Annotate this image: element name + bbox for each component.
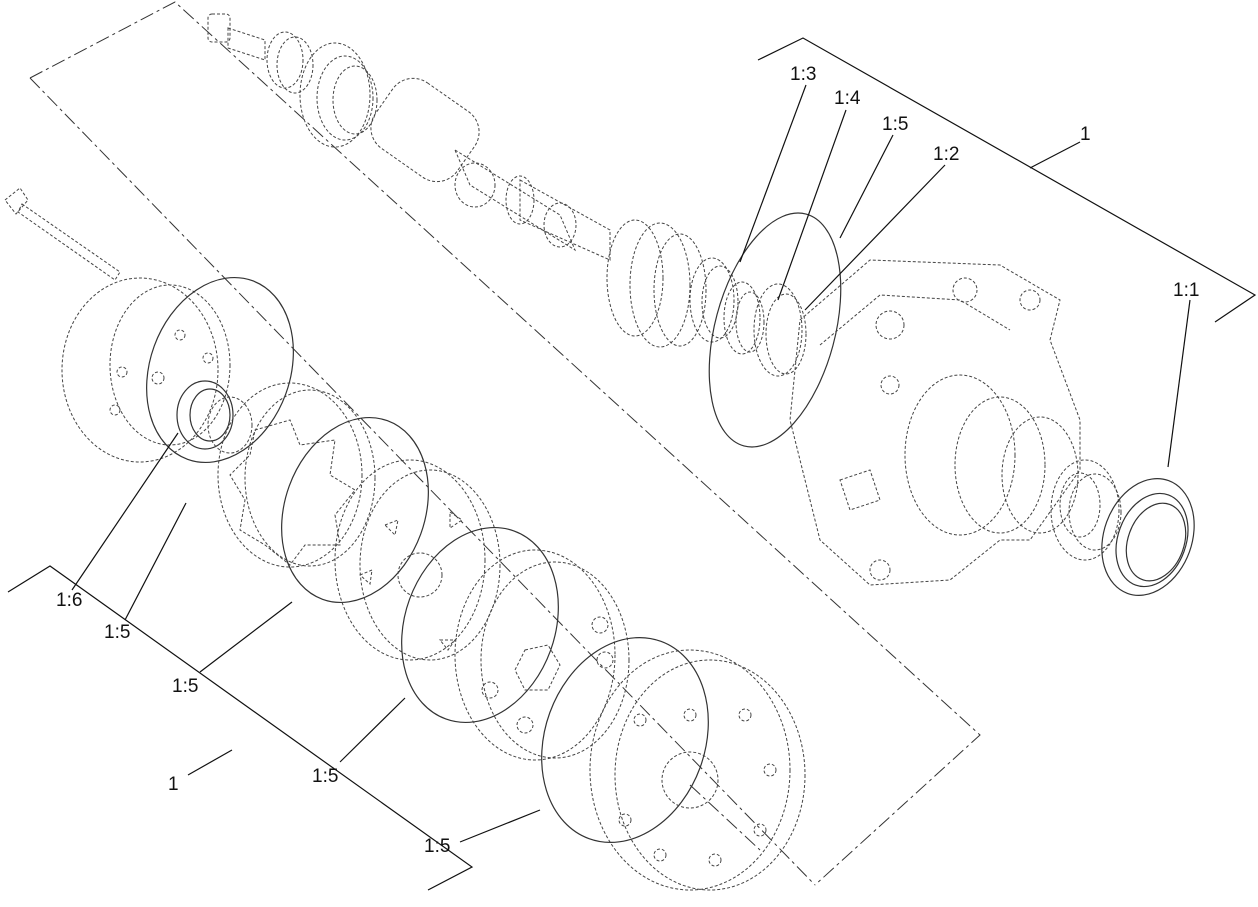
bracket-top bbox=[757, 37, 1257, 323]
callout-1-5-b: 1:5 bbox=[172, 676, 198, 697]
end-cap bbox=[61, 276, 294, 464]
callout-1-4: 1:4 bbox=[834, 88, 861, 109]
callout-labels: 1:3 1:4 1:5 1:2 1 1:1 1:6 1:5 1:5 1:5 1:… bbox=[56, 64, 1199, 857]
drive-shaft-assembly bbox=[207, 13, 611, 261]
seal-stack bbox=[606, 212, 842, 448]
callout-1-6: 1:6 bbox=[56, 590, 82, 611]
callout-1-3: 1:3 bbox=[790, 64, 816, 85]
callout-1-5-d: 1:5 bbox=[424, 836, 450, 857]
callout-1-5-a: 1:5 bbox=[104, 622, 130, 643]
assembly-phantom-lines bbox=[29, 1, 981, 886]
shaft-seal bbox=[1101, 478, 1195, 596]
callout-1-top: 1 bbox=[1080, 124, 1091, 145]
gerotor-plates bbox=[217, 382, 806, 891]
leader-lines bbox=[71, 84, 1191, 843]
callout-1-2: 1:2 bbox=[933, 144, 959, 165]
callout-1-bottom: 1 bbox=[168, 774, 179, 795]
callout-1-1: 1:1 bbox=[1173, 280, 1199, 301]
callout-1-5-c: 1:5 bbox=[312, 766, 338, 787]
bracket-bottom bbox=[7, 565, 474, 891]
assembly-brackets bbox=[7, 37, 1257, 891]
bolt bbox=[4, 187, 121, 281]
motor-housing bbox=[789, 259, 1122, 586]
callout-1-5-top: 1:5 bbox=[882, 114, 908, 135]
